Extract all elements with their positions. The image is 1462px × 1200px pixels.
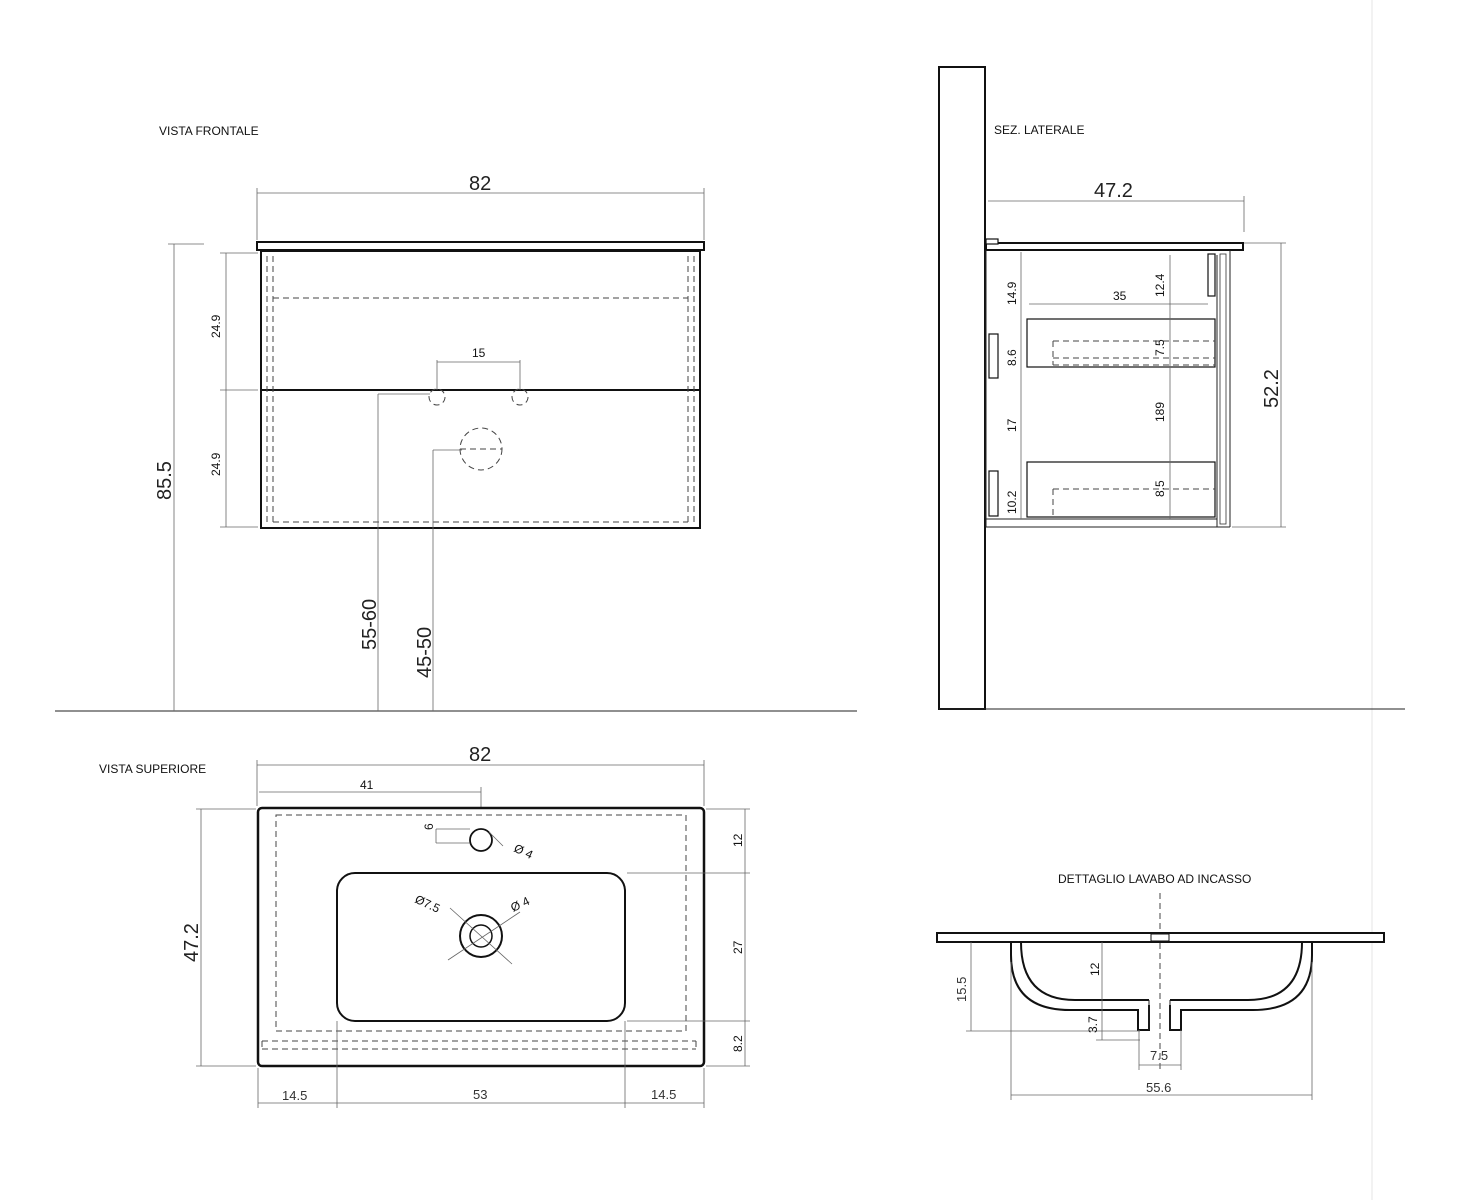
side-depth-label: 47.2 (1094, 180, 1133, 202)
detail-width-label: 55.6 (1146, 1080, 1171, 1095)
detail-view: DETTAGLIO LAVABO AD INCASSO 15.5 12 3.7 … (936, 872, 1385, 1100)
wall (938, 66, 986, 710)
side-dim-12-4: 12.4 (1153, 273, 1167, 297)
side-dim-189: 189 (1153, 402, 1167, 422)
top-view: VISTA SUPERIORE 82 41 6 Ø 4 Ø7.5 Ø 4 (99, 744, 750, 1108)
top-dim-27: 27 (731, 940, 745, 954)
detail-basin-outer (1010, 942, 1150, 1031)
top-dim-12: 12 (731, 833, 745, 847)
front-countertop (256, 241, 705, 251)
detail-height-label: 15.5 (954, 977, 969, 1002)
side-dim-7-5: 7.5 (1153, 339, 1167, 356)
detail-drain-label: 7.5 (1150, 1048, 1168, 1063)
side-dim-8-6: 8.6 (1005, 349, 1019, 366)
front-view: VISTA FRONTALE 15 82 85.5 (55, 124, 857, 712)
side-dim-10-2: 10.2 (1005, 490, 1019, 514)
detail-dim-3-7: 3.7 (1086, 1016, 1100, 1033)
top-dim-6: 6 (422, 823, 436, 830)
side-dim-14-9: 14.9 (1005, 281, 1019, 305)
front-view-title: VISTA FRONTALE (159, 124, 259, 138)
top-basin-label: 53 (473, 1087, 487, 1102)
top-view-title: VISTA SUPERIORE (99, 762, 206, 776)
detail-title: DETTAGLIO LAVABO AD INCASSO (1058, 872, 1251, 886)
front-tap-spacing: 15 (472, 346, 486, 360)
side-dim-8-5: 8.5 (1153, 480, 1167, 497)
top-tap-offset-label: 41 (360, 778, 374, 792)
front-drawer-bottom-label: 24.9 (209, 452, 223, 476)
side-dim-17: 17 (1005, 418, 1019, 432)
top-depth-label: 47.2 (181, 923, 203, 962)
top-left-label: 14.5 (282, 1088, 307, 1103)
top-dim-8-2: 8.2 (731, 1035, 745, 1052)
front-height-label: 85.5 (154, 461, 176, 500)
front-width-label: 82 (469, 173, 491, 195)
side-section-title: SEZ. LATERALE (994, 123, 1084, 137)
front-drawer-top-label: 24.9 (209, 314, 223, 338)
side-height-label: 52.2 (1261, 369, 1283, 408)
top-countertop (256, 806, 706, 1068)
top-width-label: 82 (469, 744, 491, 766)
side-section: SEZ. LATERALE 47.2 52.2 14.9 (938, 66, 1405, 710)
side-dim-35: 35 (1113, 289, 1127, 303)
front-waste-height-label: 55-60 (359, 599, 381, 650)
front-trap-height-label: 45-50 (414, 627, 436, 678)
detail-depth-label: 12 (1088, 962, 1102, 976)
top-basin (336, 872, 626, 1022)
top-right-label: 14.5 (651, 1087, 676, 1102)
